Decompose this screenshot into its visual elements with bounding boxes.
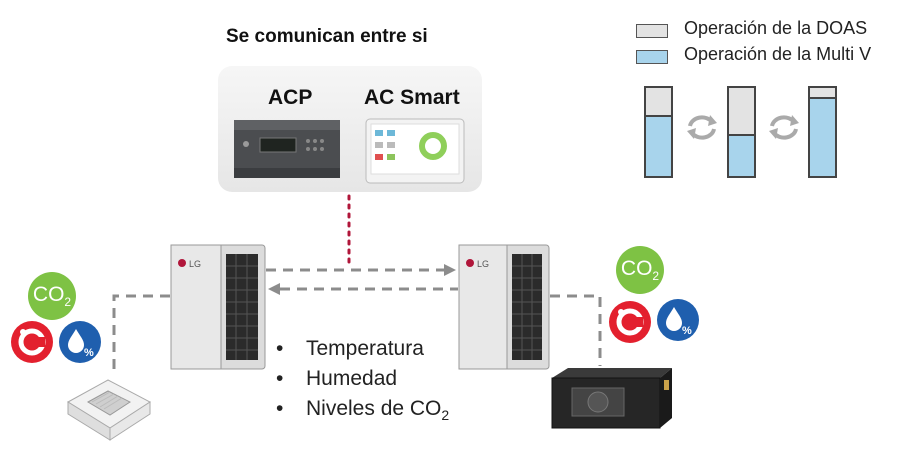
bar-multiv-fill bbox=[646, 117, 671, 176]
co2-badge: CO2 bbox=[28, 272, 76, 320]
humidity-percent-glyph: % bbox=[84, 347, 94, 359]
shared-info-list: • Temperatura • Humedad • Niveles de CO2 bbox=[276, 334, 449, 430]
shared-info-item-temperatura: • Temperatura bbox=[276, 334, 449, 364]
humidity-icon: % bbox=[657, 299, 699, 341]
operation-bar bbox=[808, 86, 837, 178]
legend-label-doas: Operación de la DOAS bbox=[684, 18, 868, 38]
humidity-percent-glyph: % bbox=[682, 325, 692, 337]
shared-info-item-humedad: • Humedad bbox=[276, 364, 449, 394]
co2-badge-text: CO bbox=[32, 283, 65, 306]
bar-multiv-fill bbox=[810, 98, 835, 176]
outdoor-unit-brand: LG bbox=[189, 259, 201, 269]
diagram-title: Se comunican entre si bbox=[226, 26, 428, 47]
acp-controller-device bbox=[234, 120, 340, 178]
bullet-dot: • bbox=[276, 367, 284, 390]
shared-info-item-label: Temperatura bbox=[306, 337, 424, 360]
acsmart-controller-device bbox=[365, 118, 465, 184]
co2-badge-sub: 2 bbox=[64, 295, 72, 310]
ceiling-cassette-unit bbox=[67, 379, 151, 441]
bar-doas-fill bbox=[729, 88, 754, 137]
cycle-arrows-icon bbox=[687, 115, 717, 140]
legend-label-multiv: Operación de la Multi V bbox=[684, 44, 872, 64]
legend-swatch-doas bbox=[636, 24, 668, 38]
outdoor-unit-right: LG bbox=[458, 244, 550, 370]
legend-swatch-multiv bbox=[636, 50, 668, 64]
bar-doas-fill bbox=[810, 88, 835, 99]
shared-info-item-co2: • Niveles de CO2 bbox=[276, 394, 449, 430]
co2-badge-sub: 2 bbox=[652, 269, 660, 284]
operation-bar bbox=[727, 86, 756, 178]
co2-badge-text: CO bbox=[620, 257, 653, 280]
ducted-indoor-unit bbox=[551, 368, 672, 429]
acp-label: ACP bbox=[268, 86, 313, 109]
temperature-icon bbox=[609, 301, 651, 343]
outdoor-unit-left: LG bbox=[170, 244, 266, 370]
bar-doas-fill bbox=[646, 88, 671, 118]
co2-subscript: 2 bbox=[441, 407, 450, 424]
temperature-icon bbox=[11, 321, 53, 363]
outdoor-unit-brand: LG bbox=[477, 259, 489, 269]
bullet-dot: • bbox=[276, 397, 284, 420]
shared-info-item-label: Humedad bbox=[306, 367, 398, 390]
operation-bar bbox=[644, 86, 673, 178]
shared-info-item-label: Niveles de CO bbox=[306, 397, 442, 420]
controller-link-line bbox=[347, 194, 351, 270]
humidity-icon: % bbox=[59, 321, 101, 363]
bullet-dot: • bbox=[276, 337, 284, 360]
acsmart-label: AC Smart bbox=[364, 86, 460, 109]
co2-badge: CO2 bbox=[616, 246, 664, 294]
bar-multiv-fill bbox=[729, 136, 754, 176]
cycle-arrows-icon bbox=[769, 115, 799, 140]
